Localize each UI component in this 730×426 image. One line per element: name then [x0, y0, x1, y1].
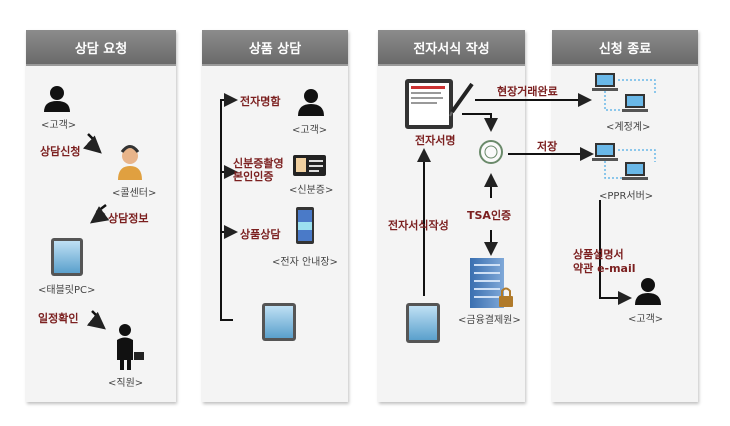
customer-label: <고객>	[628, 314, 664, 325]
ppr-server-icon	[592, 143, 656, 180]
step-schedule-confirm: 일정확인	[38, 312, 79, 325]
bracket-line	[220, 93, 238, 321]
staff-person-icon	[117, 324, 144, 370]
zigzag-arrow	[82, 133, 102, 154]
panel-header: 상담 요청	[26, 30, 176, 66]
certification-seal-icon	[479, 140, 503, 164]
callcenter-agent-icon	[118, 145, 142, 180]
idcard-label: <신분증>	[289, 185, 334, 196]
step-consult-info: 상담정보	[108, 212, 149, 225]
ppr-label: <PPR서버>	[599, 191, 654, 202]
account-server-icon	[592, 73, 656, 112]
customer-person-icon	[635, 278, 661, 305]
tablet-icon	[406, 303, 440, 343]
building-icon	[470, 258, 513, 308]
staff-label: <직원>	[108, 378, 144, 389]
brochure-label: <전자 안내장>	[272, 257, 338, 268]
arrow-to-seal	[462, 113, 498, 132]
arrow-email	[599, 200, 632, 305]
panel-header: 전자서식 작성	[378, 30, 525, 66]
customer-label: <고객>	[41, 120, 77, 131]
panel-header: 신청 종료	[552, 30, 698, 66]
signature-label: 전자서명	[415, 134, 456, 147]
fin-label: <금융결제원>	[458, 315, 521, 326]
field-deal-complete-label: 현장거래완료	[497, 85, 558, 98]
zigzag-arrow	[86, 310, 106, 330]
callcenter-label: <콜센터>	[112, 188, 157, 199]
zigzag-arrow	[89, 204, 110, 224]
idcard-icon	[293, 155, 326, 176]
panel-eform-write: 전자서식 작성	[378, 30, 525, 402]
tablet-label: <태블릿PC>	[38, 285, 96, 296]
tsa-label: TSA인증	[467, 209, 512, 222]
account-label: <계정계>	[606, 122, 651, 133]
step-consult-request: 상담신청	[40, 145, 81, 158]
tablet-icon	[51, 238, 83, 276]
panel-application-end: 신청 종료	[552, 30, 698, 402]
store-label: 저장	[537, 140, 558, 153]
signing-tablet-icon	[405, 79, 474, 129]
form-write-label: 전자서식작성	[388, 219, 449, 232]
panel-header: 상품 상담	[202, 30, 348, 66]
brochure-phone-icon	[296, 207, 314, 244]
step-id-line2: 본인인증	[233, 170, 274, 183]
email-line2: 약관 e-mail	[573, 262, 636, 275]
tablet-icon	[262, 303, 296, 341]
email-line1: 상품설명서	[573, 248, 624, 261]
step-product: 상품상담	[240, 228, 281, 241]
step-id-line1: 신분증촬영	[233, 157, 284, 170]
customer-label: <고객>	[292, 125, 328, 136]
customer-person-icon	[298, 89, 324, 116]
step-e-visit: 전자명함	[240, 95, 281, 108]
customer-person-icon	[44, 86, 70, 112]
